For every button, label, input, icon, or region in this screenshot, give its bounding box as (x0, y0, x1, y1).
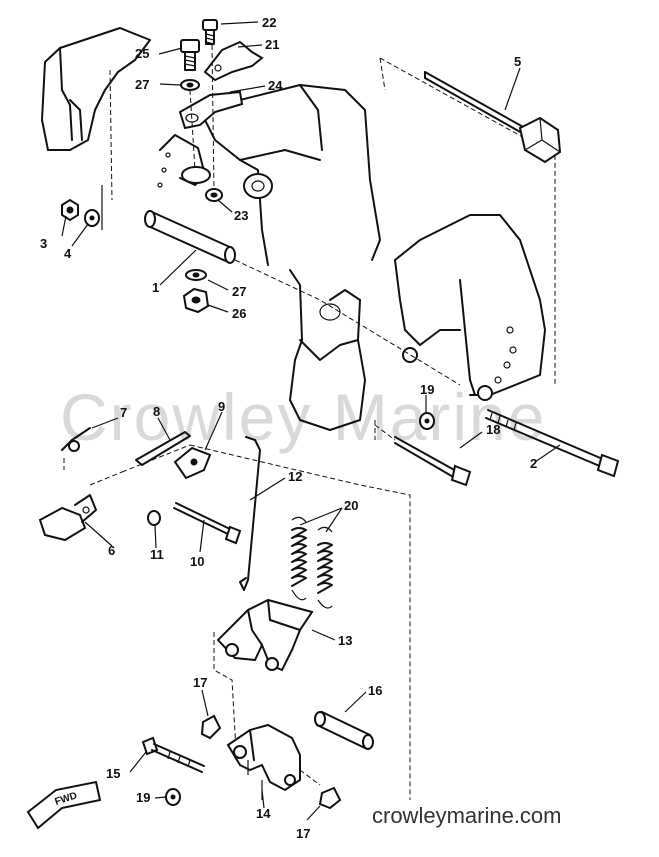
label-12: 12 (288, 469, 302, 484)
label-1: 1 (152, 280, 159, 295)
label-24: 24 (268, 78, 283, 93)
parts-27-26-washer-nut (182, 269, 210, 314)
part-15-pin (141, 736, 205, 773)
label-8: 8 (153, 404, 160, 419)
part-19-upper-washer (419, 412, 435, 430)
label-23: 23 (234, 208, 248, 223)
label-14: 14 (256, 806, 271, 821)
part-20-springs (291, 516, 333, 609)
watermark: Crowley Marine (60, 380, 546, 454)
part-1-tube (144, 210, 461, 386)
label-27-top: 27 (135, 77, 149, 92)
part-16-tube (314, 710, 374, 750)
part-19-lower-washer (165, 788, 181, 806)
label-18: 18 (486, 422, 500, 437)
site-url: crowleymarine.com (372, 803, 562, 828)
top-hardware (157, 19, 264, 202)
right-clamp-bracket (379, 57, 556, 401)
label-25: 25 (135, 46, 149, 61)
parts-7-8-9 (61, 427, 212, 480)
label-10: 10 (190, 554, 204, 569)
label-11: 11 (150, 547, 164, 562)
label-4: 4 (64, 246, 72, 261)
swivel-bracket (199, 84, 381, 431)
label-6: 6 (108, 543, 115, 558)
part-14-bracket (226, 723, 321, 800)
part-2-long-bolt (485, 409, 620, 478)
left-clamp-bracket (41, 27, 151, 230)
label-17-bottom: 17 (296, 826, 310, 841)
part-13-frame (213, 598, 314, 751)
label-19-top: 19 (420, 382, 434, 397)
label-3: 3 (40, 236, 47, 251)
fwd-arrow: FWD (26, 780, 102, 830)
assembly-guide-lines (89, 420, 411, 800)
part-18-bolt (374, 424, 472, 487)
label-13: 13 (338, 633, 352, 648)
label-21: 21 (265, 37, 279, 52)
label-17-top: 17 (193, 675, 207, 690)
label-2: 2 (530, 456, 537, 471)
part-12-rod (239, 436, 261, 591)
label-16: 16 (368, 683, 382, 698)
label-26: 26 (232, 306, 246, 321)
label-22: 22 (262, 15, 276, 30)
parts-3-4-nut-washer (61, 198, 100, 227)
parts-10-11 (147, 502, 242, 545)
label-27-bottom: 27 (232, 284, 246, 299)
part-6-lever (38, 494, 97, 542)
label-20: 20 (344, 498, 358, 513)
part-labels: 22 21 25 27 24 23 5 3 4 1 27 26 7 8 9 19… (40, 15, 537, 841)
leader-lines (61, 21, 561, 821)
label-9: 9 (218, 399, 225, 414)
part-5-rod-handle (424, 71, 562, 164)
label-15: 15 (106, 766, 120, 781)
label-7: 7 (120, 405, 127, 420)
parts-17-clips (200, 714, 342, 810)
label-19-bottom: 19 (136, 790, 150, 805)
label-5: 5 (514, 54, 521, 69)
